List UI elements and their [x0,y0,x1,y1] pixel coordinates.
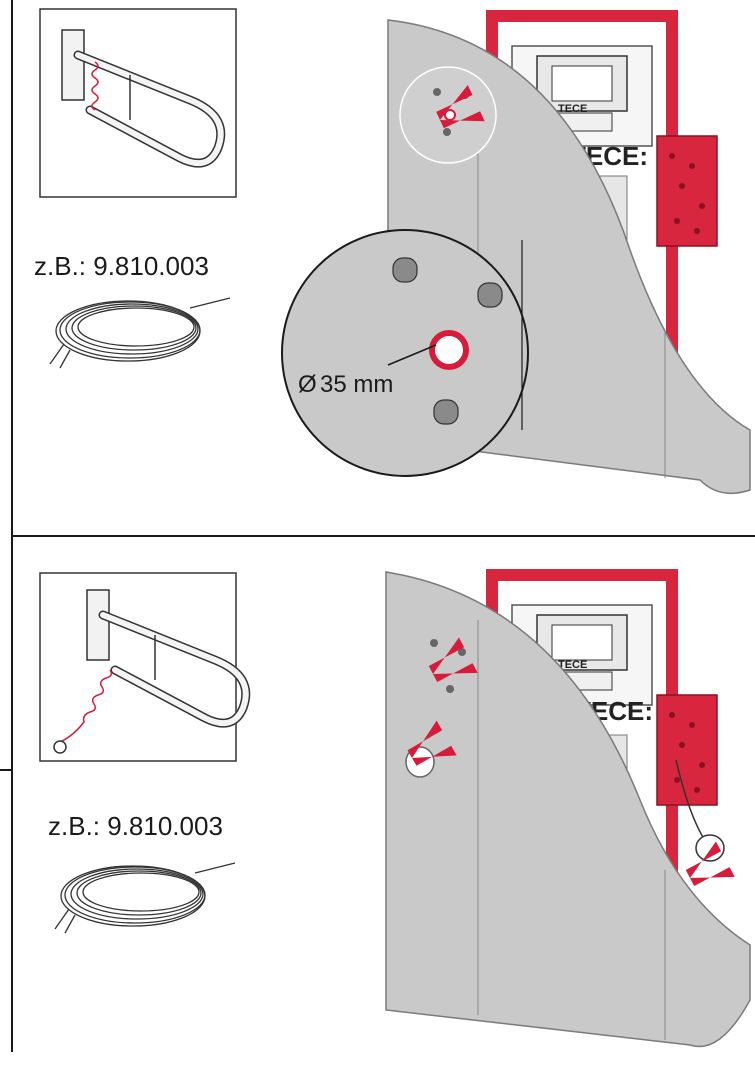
screw-icon [446,685,454,693]
screw-icon [392,257,418,283]
cable-hole-icon [429,330,469,370]
diameter-value: 35 mm [320,371,393,398]
screw-icon [443,128,451,136]
screw-icon [458,648,466,656]
article-number-label: z.B.: 9.810.003 [34,251,209,281]
screw-icon [477,282,503,308]
wall-panel [385,571,751,1048]
step-1: z.B.: 9.810.003 TECE: TECE Ø 35 mm [34,8,751,495]
cable-coil-illustration [49,297,231,369]
screw-icon [433,88,441,96]
step-2: z.B.: 9.810.003 TECE: TECE [39,571,751,1048]
grab-bar-thumbnail-box [39,572,237,762]
cable-hole-icon [444,109,456,121]
grab-bar-illustration [62,30,221,163]
frame-plate-label: TECE [558,103,587,115]
article-number-label: z.B.: 9.810.003 [48,811,223,841]
diameter-symbol: Ø [298,371,317,398]
cable-plug-icon [695,834,725,862]
cable-coil-illustration [54,862,236,934]
frame-plate-label: TECE [558,659,587,671]
dimension-leader [387,344,437,366]
screw-icon [430,639,438,647]
screw-icon [433,399,459,425]
grab-bar-illustration [53,590,246,754]
detail-circle-magnified [281,229,529,477]
